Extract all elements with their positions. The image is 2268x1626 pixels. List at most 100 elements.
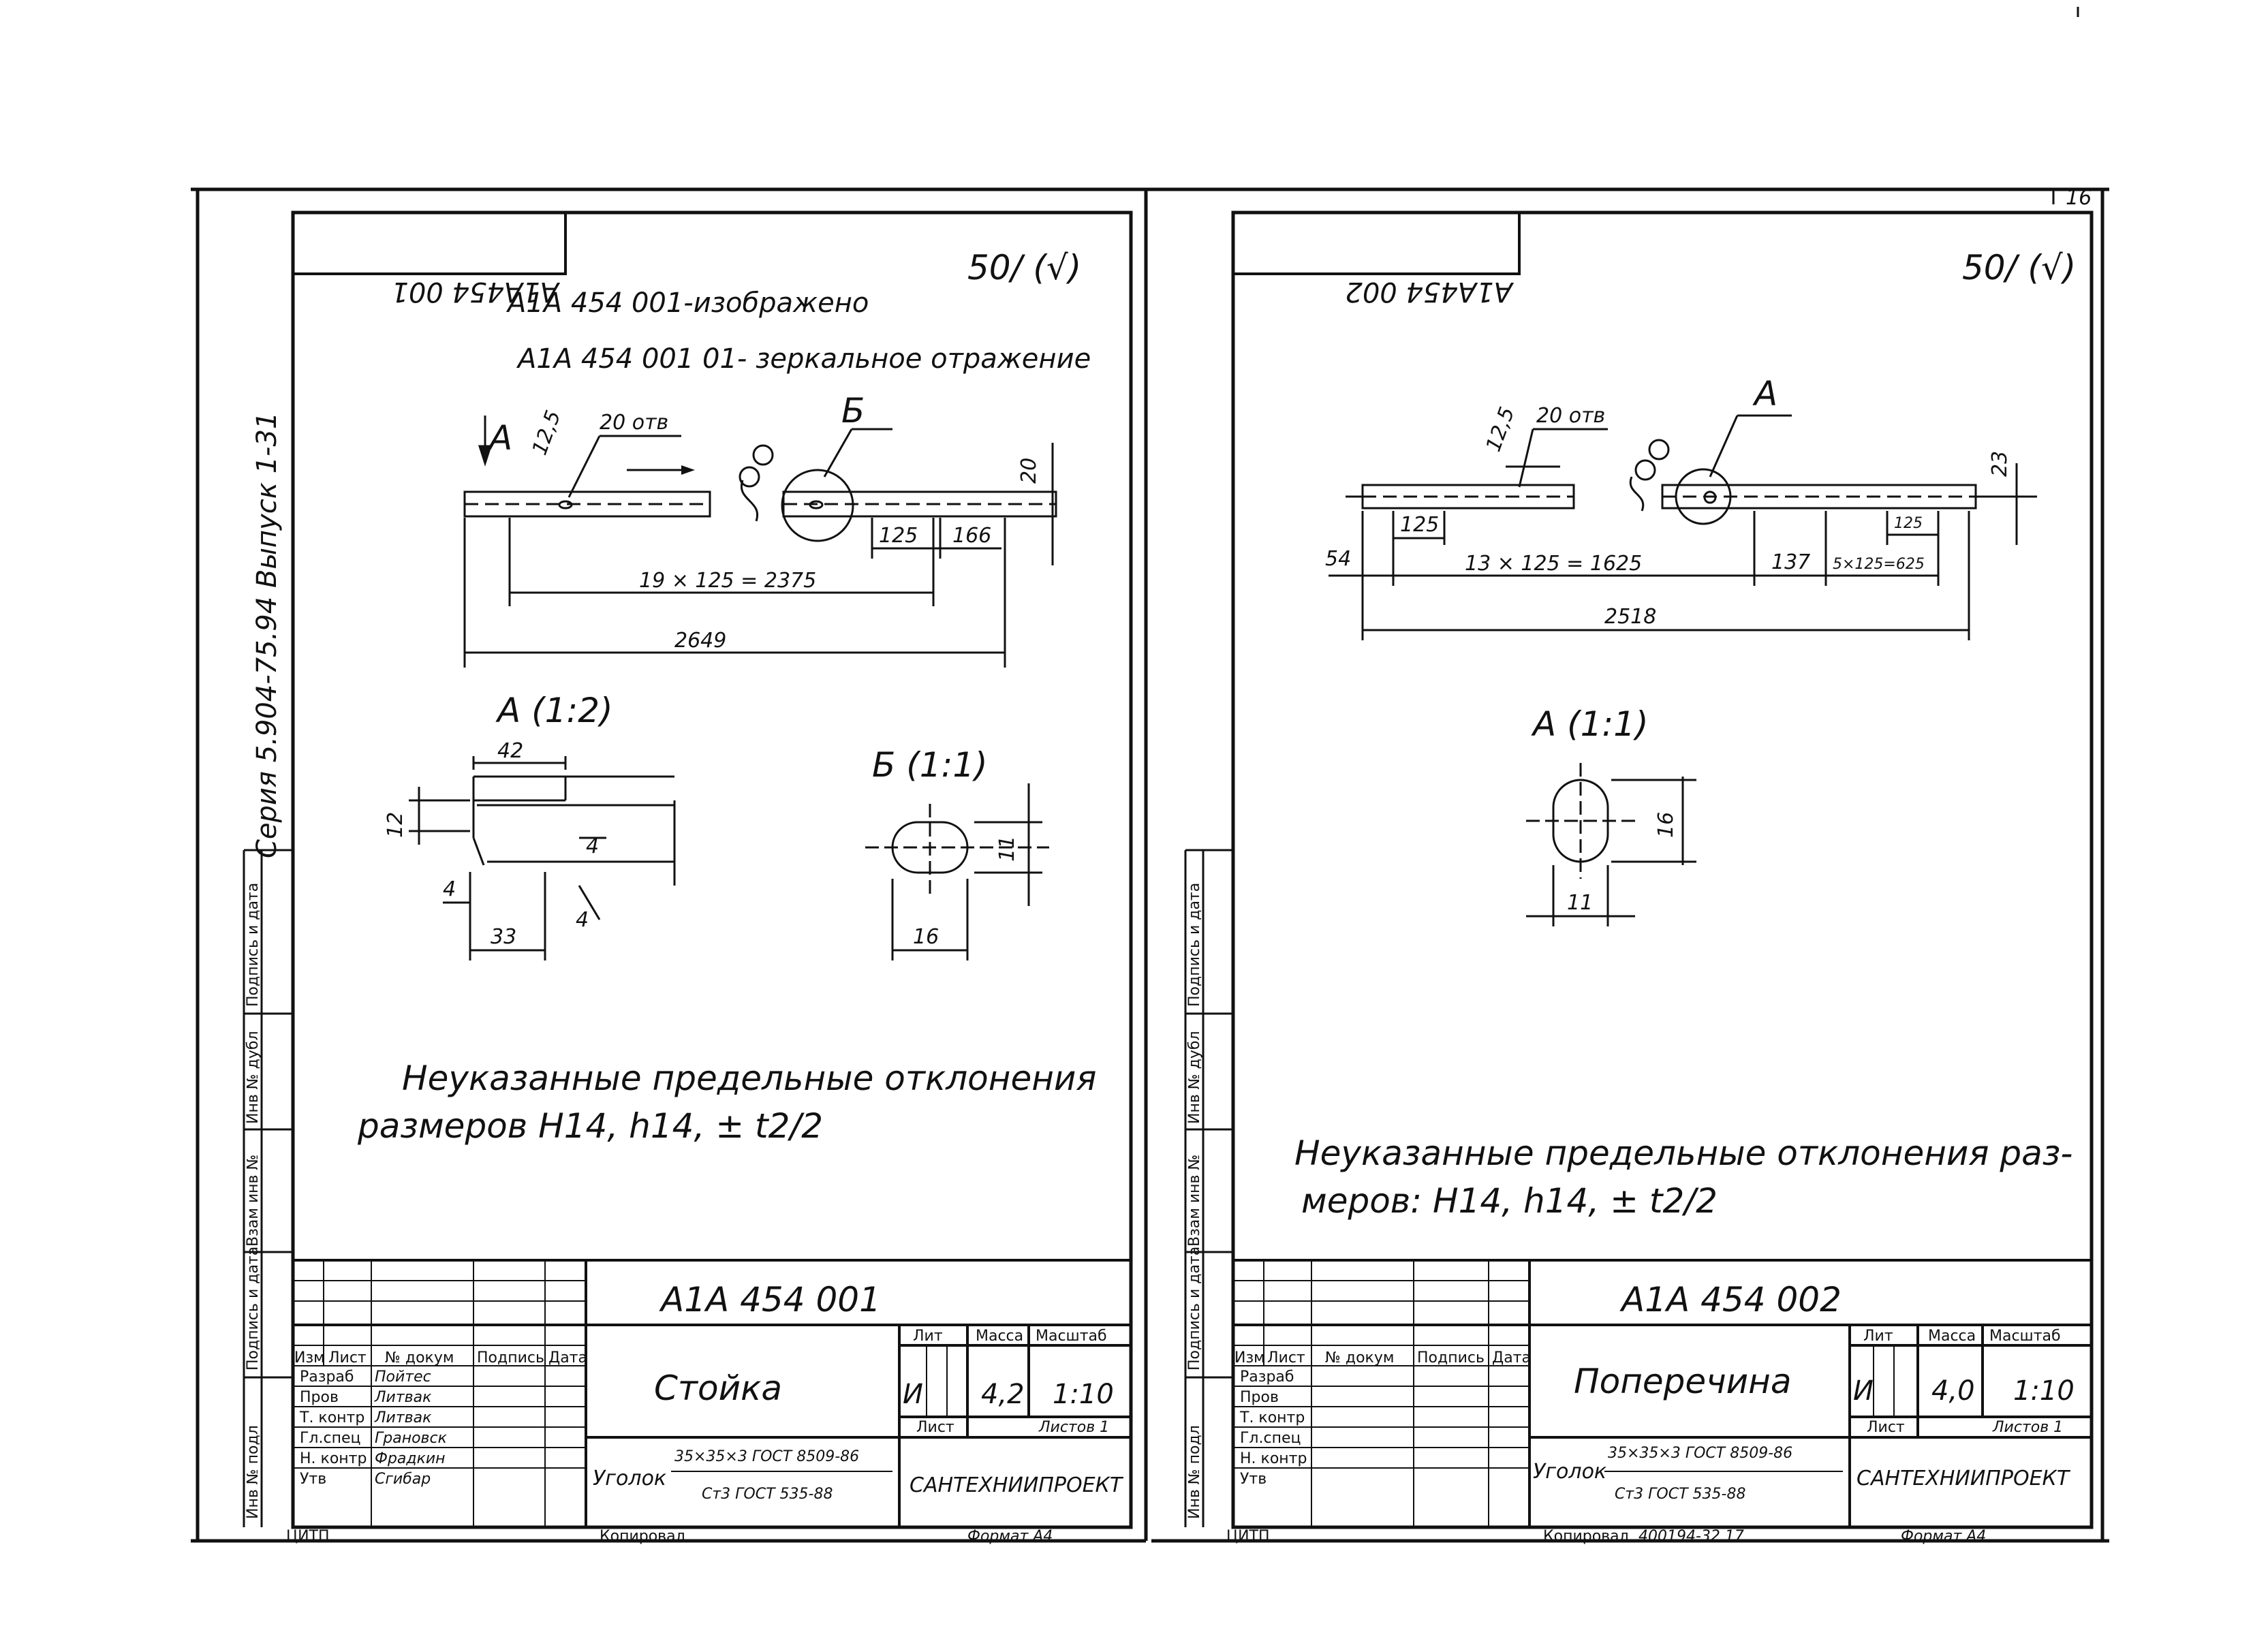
strip-r-label-podl: Инв № подл bbox=[1186, 1425, 1203, 1519]
left-tb-sheets: Листов 1 bbox=[1038, 1419, 1109, 1436]
left-dim-166: 166 bbox=[952, 524, 991, 548]
left-dim-holes: 20 отв bbox=[600, 411, 668, 435]
right-tb-col-sign: Подпись bbox=[1417, 1349, 1485, 1366]
left-note-line1: Неуказанные предельные отклонения bbox=[402, 1059, 1096, 1098]
right-dim-pitch: 13 × 125 = 1625 bbox=[1465, 552, 1642, 576]
left-detail-a-4b: 4 bbox=[443, 877, 456, 901]
right-tb-material-prefix: Уголок bbox=[1533, 1460, 1606, 1484]
side-strip-right bbox=[1184, 849, 1233, 1527]
left-tb-material-top: 35×35×3 ГОСТ 8509-86 bbox=[674, 1448, 859, 1465]
left-hole-leader bbox=[568, 435, 601, 498]
right-detail-a-16: 16 bbox=[1654, 812, 1678, 838]
strip-r-label-dubl: Инв № дубл bbox=[1186, 1031, 1203, 1124]
right-note-line1: Неуказанные предельные отклонения раз- bbox=[1294, 1133, 2072, 1173]
strip-r-label-vzam: Взам инв № bbox=[1186, 1155, 1203, 1247]
left-tb-role-5: Утв bbox=[300, 1471, 326, 1488]
right-tb-col-list: Лист bbox=[1267, 1349, 1305, 1366]
left-roughness: 50/ (√) bbox=[967, 248, 1081, 287]
right-tb-scale: Масштаб bbox=[1989, 1328, 2061, 1345]
left-tb-citp: ЦИТП bbox=[286, 1528, 330, 1545]
right-tb-sheets: Листов 1 bbox=[1992, 1419, 2063, 1436]
left-title-line2: A1A 454 001 01- зеркальное отражение bbox=[516, 343, 1091, 375]
left-dimension-lines bbox=[463, 456, 1054, 668]
strip-r-label-sign2: Подпись и дата bbox=[1186, 1247, 1203, 1371]
left-detail-a bbox=[409, 756, 676, 960]
right-tb-col-date: Дата bbox=[1492, 1349, 1531, 1366]
strip-label-sign2: Подпись и дата bbox=[245, 1247, 262, 1371]
right-titleblock bbox=[1233, 1259, 2092, 1527]
left-detail-a-4a: 4 bbox=[586, 834, 599, 858]
left-detail-a-4c: 4 bbox=[576, 908, 589, 932]
left-callout-b bbox=[823, 428, 853, 478]
left-tb-role-4: Н. контр bbox=[300, 1450, 367, 1467]
left-tb-role-3: Гл.спец bbox=[300, 1430, 360, 1447]
series-label: Серия 5.904-75.94 Выпуск 1-31 bbox=[251, 412, 283, 858]
left-dim-125: 125 bbox=[879, 524, 918, 548]
right-detail-a bbox=[1526, 763, 1696, 926]
right-dim-holes: 20 отв bbox=[1536, 404, 1605, 428]
right-note-line2: меров: H14, h14, ± t2/2 bbox=[1301, 1181, 1718, 1221]
right-titleblock-grid bbox=[1233, 1260, 1529, 1527]
right-tb-org: САНТЕХНИИПРОЕКТ bbox=[1857, 1467, 2071, 1490]
left-drawing-frame bbox=[291, 210, 1133, 1529]
left-tb-col-izm: Изм bbox=[294, 1349, 325, 1366]
right-dim-125a: 125 bbox=[1400, 513, 1439, 537]
left-tb-scale: Масштаб bbox=[1036, 1328, 1107, 1345]
left-tb-col-sign: Подпись bbox=[477, 1349, 544, 1366]
left-dim-pitch: 19 × 125 = 2375 bbox=[639, 569, 816, 593]
left-tb-person-3: Грановск bbox=[375, 1430, 448, 1447]
left-view-arrow bbox=[478, 416, 493, 467]
strip-label-vzam: Взам инв № bbox=[245, 1155, 262, 1247]
right-drawing-frame bbox=[1231, 210, 2094, 1529]
left-tb-person-2: Литвак bbox=[374, 1409, 432, 1426]
left-tb-role-0: Разраб bbox=[300, 1369, 354, 1386]
left-dim-12-5: 12,5 bbox=[528, 407, 566, 458]
right-tb-role-0: Разраб bbox=[1240, 1369, 1294, 1386]
right-tb-role-3: Гл.спец bbox=[1240, 1430, 1301, 1447]
left-titleblock bbox=[293, 1259, 1131, 1527]
right-tb-role-1: Пров bbox=[1240, 1389, 1279, 1406]
left-stamp-code: A1A454 001 bbox=[391, 276, 561, 307]
right-hole-leader bbox=[1518, 428, 1534, 488]
right-tb-code: A1A 454 002 bbox=[1619, 1280, 1842, 1319]
right-tb-copied: Копировал bbox=[1543, 1528, 1629, 1545]
right-stamp-box bbox=[1232, 211, 1521, 275]
left-tb-name: Стойка bbox=[654, 1369, 782, 1408]
left-tb-scale-val: 1:10 bbox=[1053, 1379, 1114, 1410]
right-dim-total: 2518 bbox=[1604, 605, 1656, 629]
left-tb-format: Формат А4 bbox=[967, 1528, 1053, 1545]
right-tb-name: Поперечина bbox=[1574, 1362, 1792, 1401]
left-tb-lit-val: И bbox=[903, 1379, 923, 1410]
left-title-line1: A1A 454 001-изображено bbox=[506, 287, 869, 319]
left-tb-person-1: Литвак bbox=[374, 1389, 432, 1406]
right-tb-material-bottom: Ст3 ГОСТ 535-88 bbox=[1615, 1486, 1745, 1503]
left-arrowhead bbox=[681, 465, 695, 475]
left-tb-role-2: Т. контр bbox=[299, 1409, 364, 1426]
left-label-b: Б bbox=[841, 391, 865, 431]
left-note-line2: размеров H14, h14, ± t2/2 bbox=[357, 1106, 823, 1146]
sheet-number: 16 bbox=[2066, 186, 2092, 210]
outer-frame bbox=[191, 187, 2109, 1543]
left-tb-lit: Лит bbox=[913, 1328, 943, 1345]
right-tb-lit: Лит bbox=[1863, 1328, 1893, 1345]
left-detail-a-33: 33 bbox=[491, 925, 516, 949]
right-detail-a-title: A (1:1) bbox=[1531, 704, 1649, 744]
left-titleblock-grid bbox=[293, 1260, 586, 1527]
right-tb-lit-val: И bbox=[1853, 1375, 1874, 1407]
right-dimension-lines bbox=[1329, 463, 2018, 640]
strip-label-sign1: Подпись и дата bbox=[245, 883, 262, 1007]
right-tb-col-izm: Изм bbox=[1234, 1349, 1265, 1366]
right-tb-role-5: Утв bbox=[1240, 1471, 1267, 1488]
right-stamp-code: A1A454 002 bbox=[1345, 276, 1514, 307]
right-tb-role-2: Т. контр bbox=[1239, 1409, 1305, 1426]
left-tb-material-bottom: Ст3 ГОСТ 535-88 bbox=[702, 1486, 833, 1503]
right-tb-role-4: Н. контр bbox=[1240, 1450, 1307, 1467]
left-detail-a-title: A (1:2) bbox=[495, 691, 613, 730]
left-tb-col-date: Дата bbox=[548, 1349, 587, 1366]
left-tb-mass-val: 4,2 bbox=[981, 1379, 1025, 1410]
right-dim-137: 137 bbox=[1771, 550, 1810, 574]
strip-r-label-sign1: Подпись и дата bbox=[1186, 883, 1203, 1007]
right-tb-citp: ЦИТП bbox=[1226, 1528, 1270, 1545]
